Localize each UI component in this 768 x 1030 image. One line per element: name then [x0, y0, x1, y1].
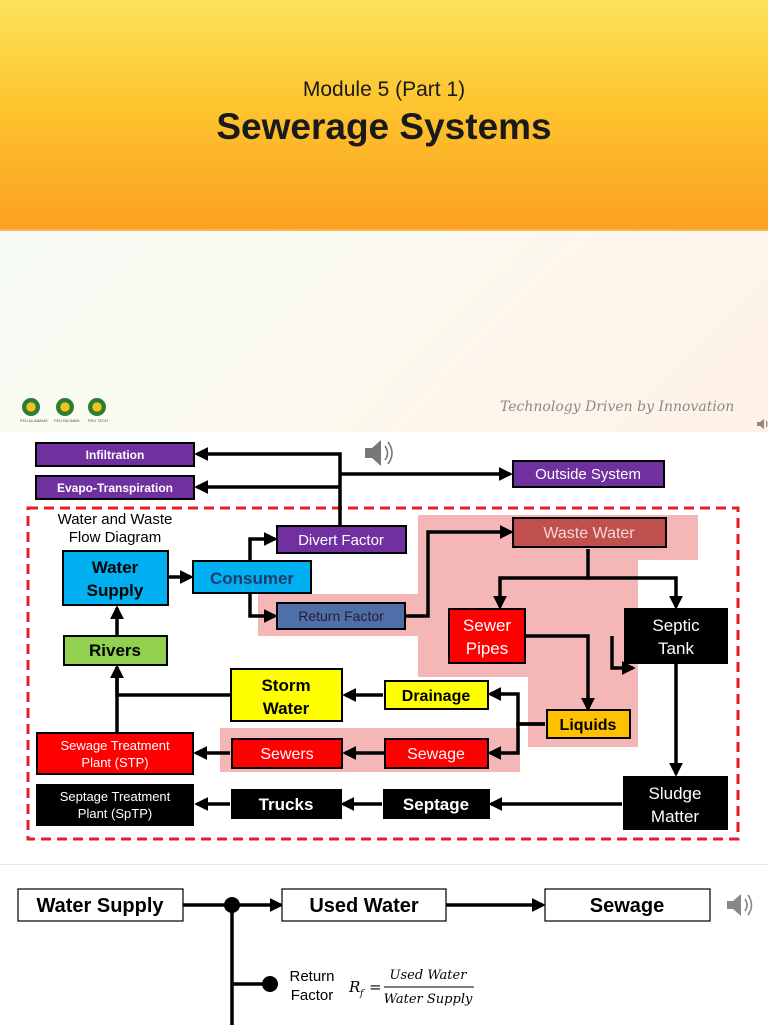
- system-boundary: [26, 506, 740, 841]
- return-factor-label: Return Factor: [298, 608, 384, 624]
- stp-label-1: Sewage Treatment: [60, 738, 170, 753]
- sewage-label: Sewage: [407, 746, 465, 763]
- trucks-label: Trucks: [259, 795, 314, 814]
- consumer-label: Consumer: [210, 569, 294, 588]
- flow-diagram-slide: Infiltration Evapo-Transpiration Outside…: [0, 432, 768, 864]
- septage-box: [383, 789, 490, 819]
- septic-tank-box: [624, 608, 728, 664]
- formula-lhs: R: [348, 978, 360, 996]
- waste-water-box: [512, 517, 667, 548]
- sewer-pipes-label-1: Sewer: [463, 616, 512, 635]
- flow-arrows: [110, 447, 683, 811]
- sptp-box: [36, 784, 194, 826]
- sptp-label-1: Septage Treatment: [60, 789, 171, 804]
- storm-water-label-2: Water: [263, 699, 310, 718]
- flow-arrows: [183, 898, 546, 1025]
- infiltration-box: [35, 442, 195, 467]
- return-factor-box: [276, 602, 406, 630]
- formula-numerator: Used Water: [390, 968, 468, 983]
- return-dot: [262, 976, 278, 992]
- trucks-box: [231, 789, 342, 819]
- return-factor-formula: R f = Used Water Water Supply: [348, 968, 474, 1007]
- divert-factor-label: Divert Factor: [298, 532, 384, 549]
- return-label-2: Factor: [291, 987, 334, 1004]
- tagline: Technology Driven by Innovation: [500, 399, 735, 415]
- formula-equals: =: [369, 978, 382, 996]
- speaker-icon[interactable]: [756, 417, 768, 431]
- water-supply-box: [17, 888, 184, 922]
- septage-label: Septage: [403, 795, 469, 814]
- sewage-box: [544, 888, 711, 922]
- liquids-label: Liquids: [560, 717, 617, 734]
- used-water-label: Used Water: [309, 895, 419, 917]
- liquids-box: [546, 709, 631, 739]
- outside-system-box: [512, 460, 665, 488]
- slide-title: Sewerage Systems: [216, 106, 552, 147]
- drainage-box: [384, 680, 489, 710]
- drainage-label: Drainage: [402, 688, 471, 705]
- speaker-icon[interactable]: [365, 440, 393, 466]
- septic-tank-label-1: Septic: [652, 616, 700, 635]
- sewage-box: [384, 738, 489, 769]
- rivers-label: Rivers: [89, 641, 141, 660]
- stp-box: [36, 732, 194, 775]
- sewer-pipes-label-2: Pipes: [466, 639, 509, 658]
- sludge-matter-box: [623, 776, 728, 830]
- speaker-icon[interactable]: [727, 894, 753, 916]
- sewers-label: Sewers: [260, 746, 313, 763]
- feu-alabang-logo: [22, 398, 40, 416]
- outside-system-label: Outside System: [535, 466, 641, 483]
- title-banner: [0, 0, 768, 231]
- infiltration-label: Infiltration: [86, 448, 145, 462]
- evapo-label: Evapo-Transpiration: [57, 481, 173, 495]
- feu-tech-logo: [88, 398, 106, 416]
- sptp-label-2: Plant (SpTP): [78, 806, 152, 821]
- feu-diliman-logo: [56, 398, 74, 416]
- junction-dot: [224, 897, 240, 913]
- logo-caption: FEU TECH: [88, 418, 108, 423]
- rivers-box: [63, 635, 168, 666]
- formula-denominator: Water Supply: [384, 992, 473, 1007]
- sewer-pipes-box: [448, 608, 526, 664]
- sewers-box: [231, 738, 343, 769]
- water-supply-box: [62, 550, 169, 606]
- slide-subtitle: Module 5 (Part 1): [302, 78, 466, 101]
- storm-water-box: [230, 668, 343, 722]
- formula-sub: f: [359, 989, 365, 999]
- septic-tank-label-2: Tank: [658, 639, 694, 658]
- sewage-label: Sewage: [590, 895, 664, 917]
- stp-label-2: Plant (STP): [81, 755, 148, 770]
- return-factor-diagram: Water Supply Used Water Sewage Return Fa…: [17, 888, 753, 1025]
- waste-water-label: Waste Water: [543, 525, 635, 542]
- water-supply-label: Water Supply: [36, 895, 164, 917]
- sludge-matter-label-2: Matter: [651, 807, 700, 826]
- sludge-matter-label-1: Sludge: [649, 784, 702, 803]
- water-supply-label-1: Water: [92, 558, 139, 577]
- title-slide: Module 5 (Part 1) Sewerage Systems FEU A…: [0, 0, 768, 432]
- water-waste-flow-diagram: Infiltration Evapo-Transpiration Outside…: [26, 440, 740, 841]
- diagram-title-line-1: Water and Waste: [58, 511, 173, 528]
- return-label-1: Return: [289, 968, 334, 985]
- evapo-transpiration-box: [35, 475, 195, 500]
- used-water-box: [281, 888, 447, 922]
- logo-caption: FEU DILIMAN: [54, 418, 80, 423]
- return-factor-slide: Water Supply Used Water Sewage Return Fa…: [0, 864, 768, 1025]
- logo-caption: FEU ALABANG: [20, 418, 48, 423]
- diagram-title-line-2: Flow Diagram: [69, 529, 162, 546]
- storm-water-label-1: Storm: [261, 676, 310, 695]
- divert-factor-box: [276, 525, 407, 554]
- water-supply-label-2: Supply: [87, 581, 144, 600]
- consumer-box: [192, 560, 312, 594]
